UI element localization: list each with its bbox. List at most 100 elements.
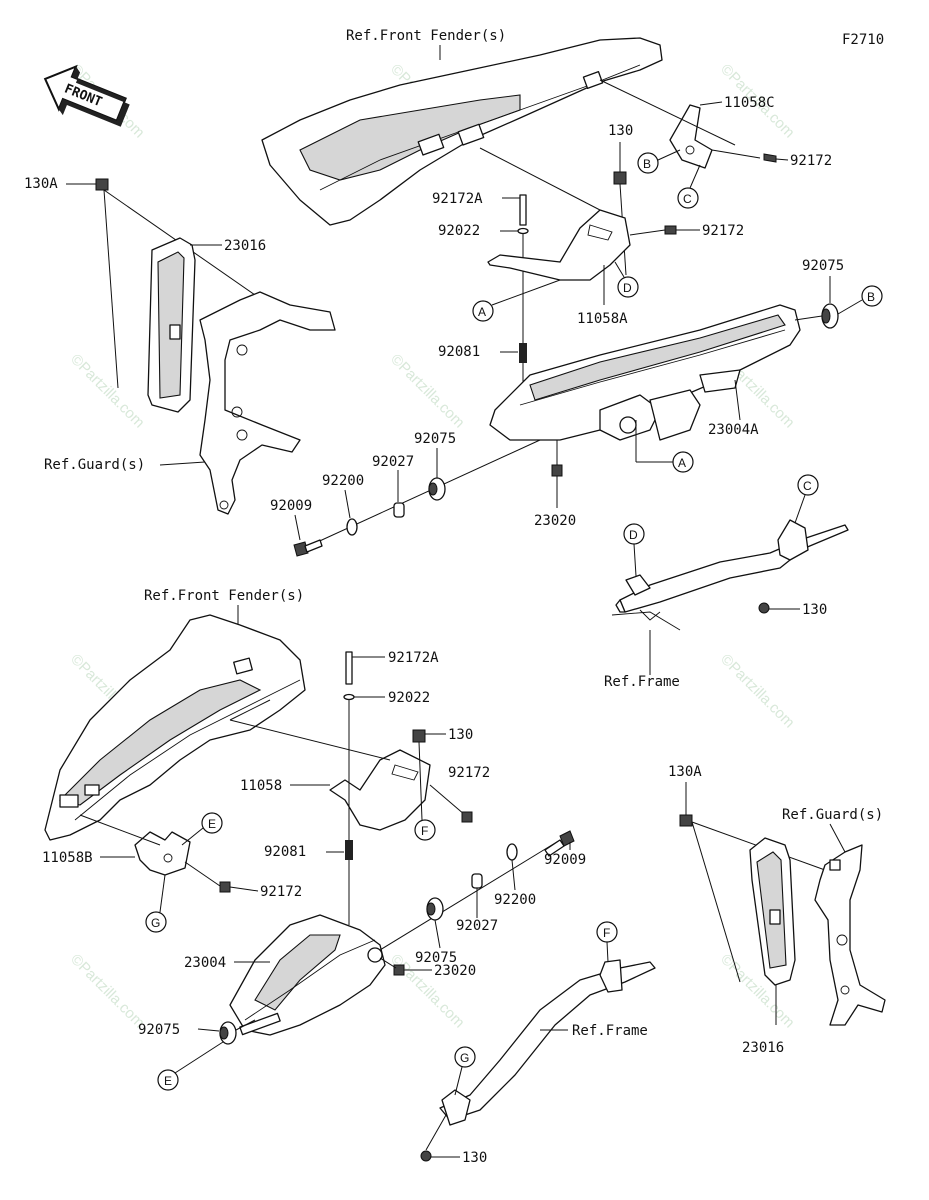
callout-ref-frame-bottom: Ref.Frame <box>572 1023 648 1039</box>
svg-text:F: F <box>603 926 610 940</box>
grommet-92075 <box>219 1021 237 1045</box>
washer-92022 <box>343 693 355 701</box>
callout-92009: 92009 <box>270 498 312 514</box>
figure-code: F2710 <box>842 32 884 48</box>
bracket-11058c <box>669 104 713 169</box>
tail-housing-23004a <box>489 304 801 441</box>
marker-c: C <box>797 474 819 496</box>
svg-text:F: F <box>421 824 428 838</box>
bolt-92009 <box>293 539 323 557</box>
svg-text:A: A <box>478 305 486 319</box>
bolt-130 <box>613 171 627 185</box>
callout-ref-guard-right: Ref.Guard(s) <box>782 807 883 823</box>
marker-d: D <box>617 276 639 298</box>
front-direction-arrow: FRONT <box>43 64 130 127</box>
grommet-92075 <box>428 477 446 501</box>
callout-130: 130 <box>608 123 633 139</box>
svg-text:B: B <box>867 290 875 304</box>
callout-ref-frame-top: Ref.Frame <box>604 674 680 690</box>
bolt-130a <box>95 178 109 191</box>
marker-f: F <box>414 819 436 841</box>
callout-92172a: 92172A <box>388 650 439 666</box>
svg-text:E: E <box>164 1074 172 1088</box>
callout-11058a: 11058A <box>577 311 628 327</box>
callout-92009: 92009 <box>544 852 586 868</box>
marker-e: E <box>201 812 223 834</box>
svg-text:D: D <box>623 281 632 295</box>
marker-a: A <box>672 451 694 473</box>
callout-92172: 92172 <box>702 223 744 239</box>
watermark: ©Partzilla.com <box>67 351 148 432</box>
callout-92022: 92022 <box>438 223 480 239</box>
callout-130: 130 <box>462 1150 487 1166</box>
callout-92027: 92027 <box>372 454 414 470</box>
callout-92172a: 92172A <box>432 191 483 207</box>
spring-92081 <box>345 840 353 860</box>
long-bolt-92172a <box>345 651 353 685</box>
collar-92027 <box>471 873 483 889</box>
svg-text:C: C <box>803 479 812 493</box>
spring-92081 <box>519 343 527 363</box>
callout-11058: 11058 <box>240 778 282 794</box>
callout-92022: 92022 <box>388 690 430 706</box>
front-fender-bottom <box>44 614 306 841</box>
marker-e: E <box>157 1069 179 1091</box>
callout-130: 130 <box>448 727 473 743</box>
bolt-130 <box>412 729 426 743</box>
callout-130a: 130A <box>24 176 58 192</box>
watermark: ©Partzilla.com <box>717 651 798 732</box>
svg-text:B: B <box>643 157 651 171</box>
callout-23020: 23020 <box>434 963 476 979</box>
svg-text:G: G <box>151 916 160 930</box>
bolt-130a <box>679 814 693 827</box>
washer-92200 <box>506 843 518 861</box>
svg-text:C: C <box>683 192 692 206</box>
reflector-23016-left <box>147 237 196 413</box>
watermark: ©Partzilla.com <box>387 351 468 432</box>
bolt-92172 <box>461 811 473 823</box>
callout-ref-guard-left: Ref.Guard(s) <box>44 457 145 473</box>
callout-23020: 23020 <box>534 513 576 529</box>
marker-f: F <box>596 921 618 943</box>
collar-92027 <box>393 502 405 518</box>
bolt-130 <box>758 602 770 614</box>
washer-92022 <box>517 227 529 235</box>
bracket-11058b <box>134 831 191 876</box>
reflector-23016-right <box>749 837 796 986</box>
marker-g: G <box>145 911 167 933</box>
callout-92081: 92081 <box>264 844 306 860</box>
bracket-11058 <box>329 749 431 831</box>
callout-92200: 92200 <box>322 473 364 489</box>
marker-b: B <box>637 152 659 174</box>
callout-23016: 23016 <box>742 1040 784 1056</box>
bolt-130 <box>420 1150 432 1162</box>
frame-top <box>611 519 849 631</box>
guard-left-top <box>199 291 336 515</box>
callout-ref-front-fender-top: Ref.Front Fender(s) <box>346 28 506 44</box>
callout-92081: 92081 <box>438 344 480 360</box>
callout-92172: 92172 <box>448 765 490 781</box>
callout-23016: 23016 <box>224 238 266 254</box>
callout-23004: 23004 <box>184 955 226 971</box>
svg-text:E: E <box>208 817 216 831</box>
callout-130: 130 <box>802 602 827 618</box>
bolt-92172 <box>219 881 231 893</box>
callout-130a: 130A <box>668 764 702 780</box>
callout-92200: 92200 <box>494 892 536 908</box>
callout-ref-front-fender-bottom: Ref.Front Fender(s) <box>144 588 304 604</box>
svg-text:D: D <box>629 528 638 542</box>
washer-92200 <box>346 518 358 536</box>
guard-right-bottom <box>814 844 886 1026</box>
callout-11058b: 11058B <box>42 850 93 866</box>
marker-d: D <box>623 523 645 545</box>
tail-housing-23004 <box>229 914 386 1036</box>
callout-92027: 92027 <box>456 918 498 934</box>
callout-92075: 92075 <box>414 431 456 447</box>
callout-92172: 92172 <box>260 884 302 900</box>
bolt-92172 <box>763 153 777 163</box>
svg-text:A: A <box>678 456 686 470</box>
callout-92075: 92075 <box>415 950 457 966</box>
watermark: ©Partzilla.com <box>67 951 148 1032</box>
bolt-92172 <box>664 225 677 235</box>
